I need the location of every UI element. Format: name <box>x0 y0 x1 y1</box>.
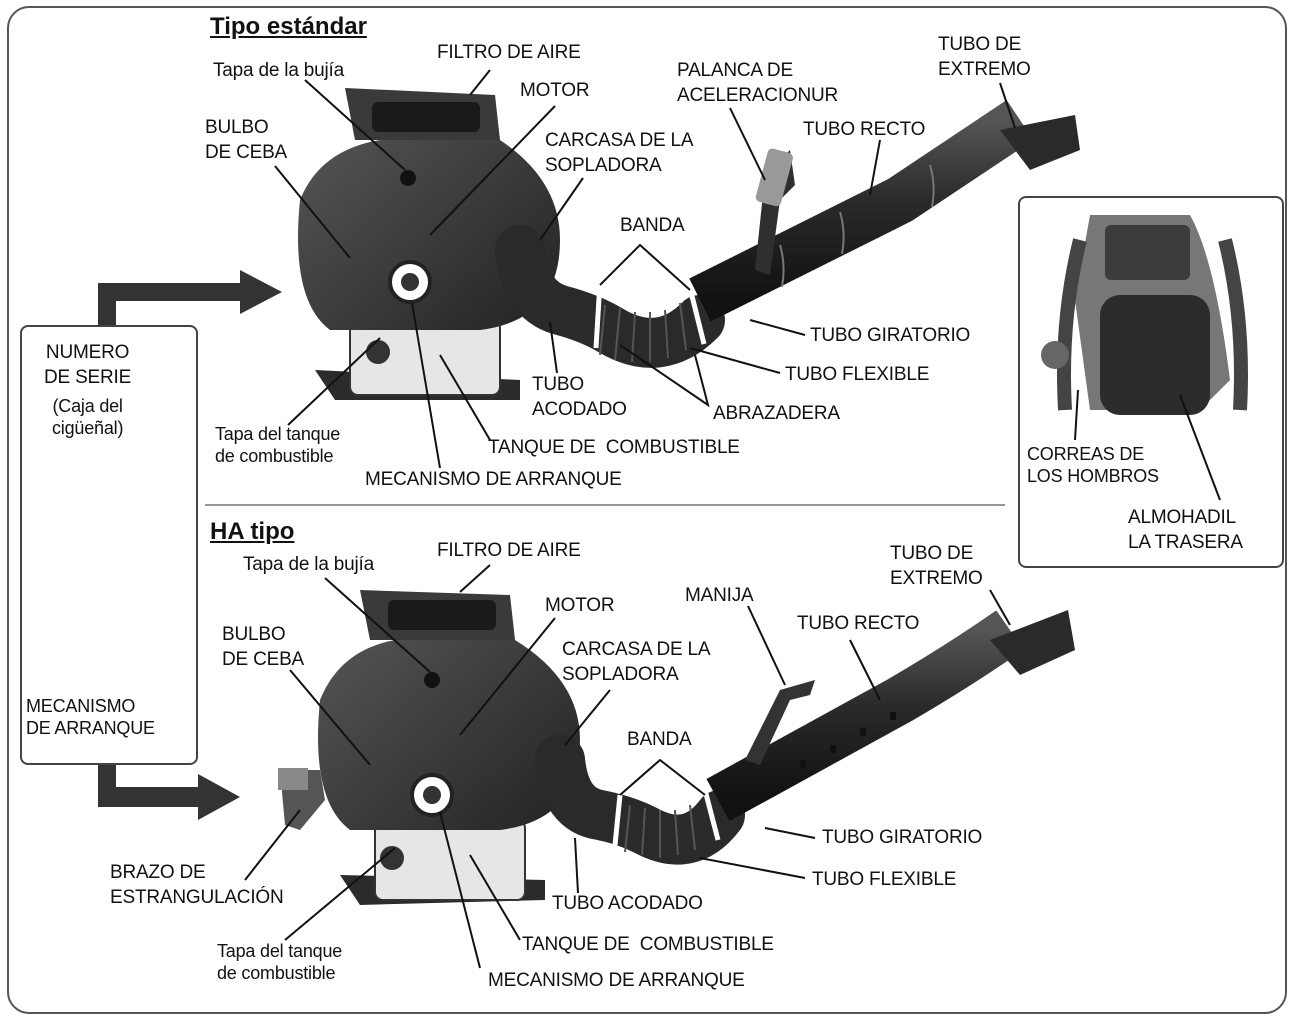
ha-choke-lever-label: BRAZO DE ESTRANGULACIÓN <box>110 862 284 908</box>
std-air-filter-label: FILTRO DE AIRE <box>437 42 581 63</box>
standard-blower-drawing <box>298 88 1080 400</box>
serial-number-subtitle: (Caja del cigüeñal) <box>52 396 124 438</box>
ha-air-filter-label: FILTRO DE AIRE <box>437 540 581 561</box>
backpack-photo <box>1041 215 1248 501</box>
serial-number-title: NUMERO DE SERIE <box>44 342 132 388</box>
ha-blower-housing-label: CARCASA DE LA SOPLADORA <box>562 639 711 685</box>
serial-number-box <box>20 325 198 765</box>
diagram-frame <box>7 6 1287 1014</box>
ha-blower-drawing <box>278 590 1075 905</box>
std-throttle-lever-label: PALANCA DE ACELERACIONUR <box>677 60 839 106</box>
std-band-label: BANDA <box>620 215 685 236</box>
ha-fuel-tank-cap-label: Tapa del tanque de combustible <box>217 941 343 983</box>
ha-spark-plug-cap-label: Tapa de la bujía <box>243 554 374 575</box>
std-elbow-tube-label: TUBO ACODADO <box>532 374 627 420</box>
ha-engine-label: MOTOR <box>545 595 615 616</box>
ha-handle-label: MANIJA <box>685 585 754 606</box>
std-engine-label: MOTOR <box>520 80 590 101</box>
std-swivel-tube-label: TUBO GIRATORIO <box>810 325 971 346</box>
ha-end-tube-label: TUBO DE EXTREMO <box>890 543 983 589</box>
ha-leader-lines <box>244 564 1011 969</box>
std-flexible-tube-label: TUBO FLEXIBLE <box>785 364 930 385</box>
std-fuel-tank-label: TANQUE DE COMBUSTIBLE <box>488 437 740 458</box>
ha-type-title: HA tipo <box>210 518 295 545</box>
std-straight-tube-label: TUBO RECTO <box>803 119 926 140</box>
std-fuel-tank-cap-label: Tapa del tanque de combustible <box>215 424 341 466</box>
std-end-tube-label: TUBO DE EXTREMO <box>938 34 1031 80</box>
ha-straight-tube-label: TUBO RECTO <box>797 613 920 634</box>
std-clamp-label: ABRAZADERA <box>713 403 840 424</box>
back-pad-label: ALMOHADIL LA TRASERA <box>1128 507 1243 553</box>
std-blower-housing-label: CARCASA DE LA SOPLADORA <box>545 130 694 176</box>
serial-box-starter-label: MECANISMO DE ARRANQUE <box>26 696 155 738</box>
std-primer-bulb-label: BULBO DE CEBA <box>205 117 288 163</box>
shoulder-straps-label: CORREAS DE LOS HOMBROS <box>1027 444 1159 486</box>
ha-band-label: BANDA <box>627 729 692 750</box>
std-spark-plug-cap-label: Tapa de la bujía <box>213 60 344 81</box>
arrow-to-ha <box>98 765 240 820</box>
arrow-to-standard <box>98 270 282 330</box>
ha-swivel-tube-label: TUBO GIRATORIO <box>822 827 983 848</box>
ha-elbow-tube-label: TUBO ACODADO <box>552 893 703 914</box>
ha-starter-label: MECANISMO DE ARRANQUE <box>488 970 745 991</box>
backpack-box <box>1018 196 1284 568</box>
std-starter-label: MECANISMO DE ARRANQUE <box>365 469 622 490</box>
ha-fuel-tank-label: TANQUE DE COMBUSTIBLE <box>522 934 774 955</box>
standard-leader-lines <box>274 69 1016 469</box>
ha-primer-bulb-label: BULBO DE CEBA <box>222 624 305 670</box>
standard-type-title: Tipo estándar <box>210 13 367 40</box>
ha-flexible-tube-label: TUBO FLEXIBLE <box>812 869 957 890</box>
